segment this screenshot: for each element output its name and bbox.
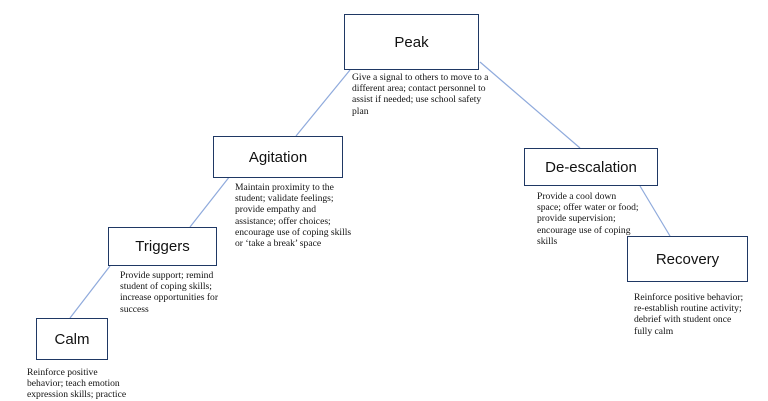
calm-title: Calm: [54, 330, 90, 348]
recovery-box: Recovery: [627, 236, 748, 282]
connector-agitation-peak: [295, 69, 351, 137]
deescalation-description-line: encourage use of coping: [537, 224, 631, 236]
peak-description-line: assist if needed; use school safety: [352, 94, 482, 106]
agitation-box: Agitation: [213, 136, 343, 178]
connector-calm-triggers: [69, 265, 111, 319]
triggers-description-line: Provide support; remind: [120, 270, 214, 281]
recovery-description-line: re-establish routine activity;: [634, 303, 742, 315]
calm-description-line: Reinforce positive: [27, 367, 98, 378]
agitation-description-line: or ‘take a break’ space: [235, 238, 322, 250]
peak-title: Peak: [394, 33, 429, 51]
agitation-description-line: provide empathy and: [235, 204, 316, 216]
deescalation-description-line: Provide a cool down: [537, 191, 617, 202]
recovery-description-line: Reinforce positive behavior;: [634, 292, 744, 303]
deescalation-description: Provide a cool down space; offer water o…: [537, 191, 687, 247]
agitation-title: Agitation: [248, 148, 308, 166]
calm-box: Calm: [36, 318, 108, 360]
agitation-description-line: assistance; offer choices;: [235, 215, 331, 227]
connector-deescalation-recovery: [639, 185, 671, 237]
agitation-description: Maintain proximity to the student; valid…: [235, 182, 410, 249]
calm-description-line: behavior; teach emotion: [27, 378, 120, 390]
agitation-description-line: Maintain proximity to the: [235, 182, 334, 193]
connector-peak-deescalation: [479, 61, 581, 149]
peak-description-line: Give a signal to others to move to a: [352, 72, 489, 83]
recovery-description-line: debrief with student once: [634, 314, 732, 326]
triggers-description: Provide support; remind student of copin…: [120, 270, 270, 315]
deescalation-title: De-escalation: [545, 158, 637, 176]
connector-triggers-agitation: [189, 175, 231, 228]
agitation-description-line: student; validate feelings;: [235, 193, 334, 205]
triggers-description-line: increase opportunities for: [120, 292, 219, 304]
calm-description: Reinforce positive behavior; teach emoti…: [27, 367, 177, 401]
triggers-description-line: success: [120, 303, 149, 315]
recovery-description-line: fully calm: [634, 325, 674, 337]
triggers-title: Triggers: [135, 238, 190, 255]
triggers-box: Triggers: [108, 227, 217, 266]
peak-description-line: different area; contact personnel to: [352, 83, 486, 95]
deescalation-description-line: space; offer water or food;: [537, 202, 639, 214]
deescalation-description-line: provide supervision;: [537, 213, 616, 225]
peak-description-line: plan: [352, 105, 369, 117]
peak-description: Give a signal to others to move to a dif…: [352, 72, 532, 117]
deescalation-box: De-escalation: [524, 148, 658, 186]
calm-description-line: expression skills; practice: [27, 389, 127, 401]
agitation-description-line: encourage use of coping skills: [235, 226, 352, 238]
recovery-title: Recovery: [655, 250, 720, 268]
peak-box: Peak: [344, 14, 479, 70]
recovery-description: Reinforce positive behavior; re-establis…: [634, 292, 766, 337]
triggers-description-line: student of coping skills;: [120, 281, 212, 293]
deescalation-description-line: skills: [537, 235, 558, 247]
